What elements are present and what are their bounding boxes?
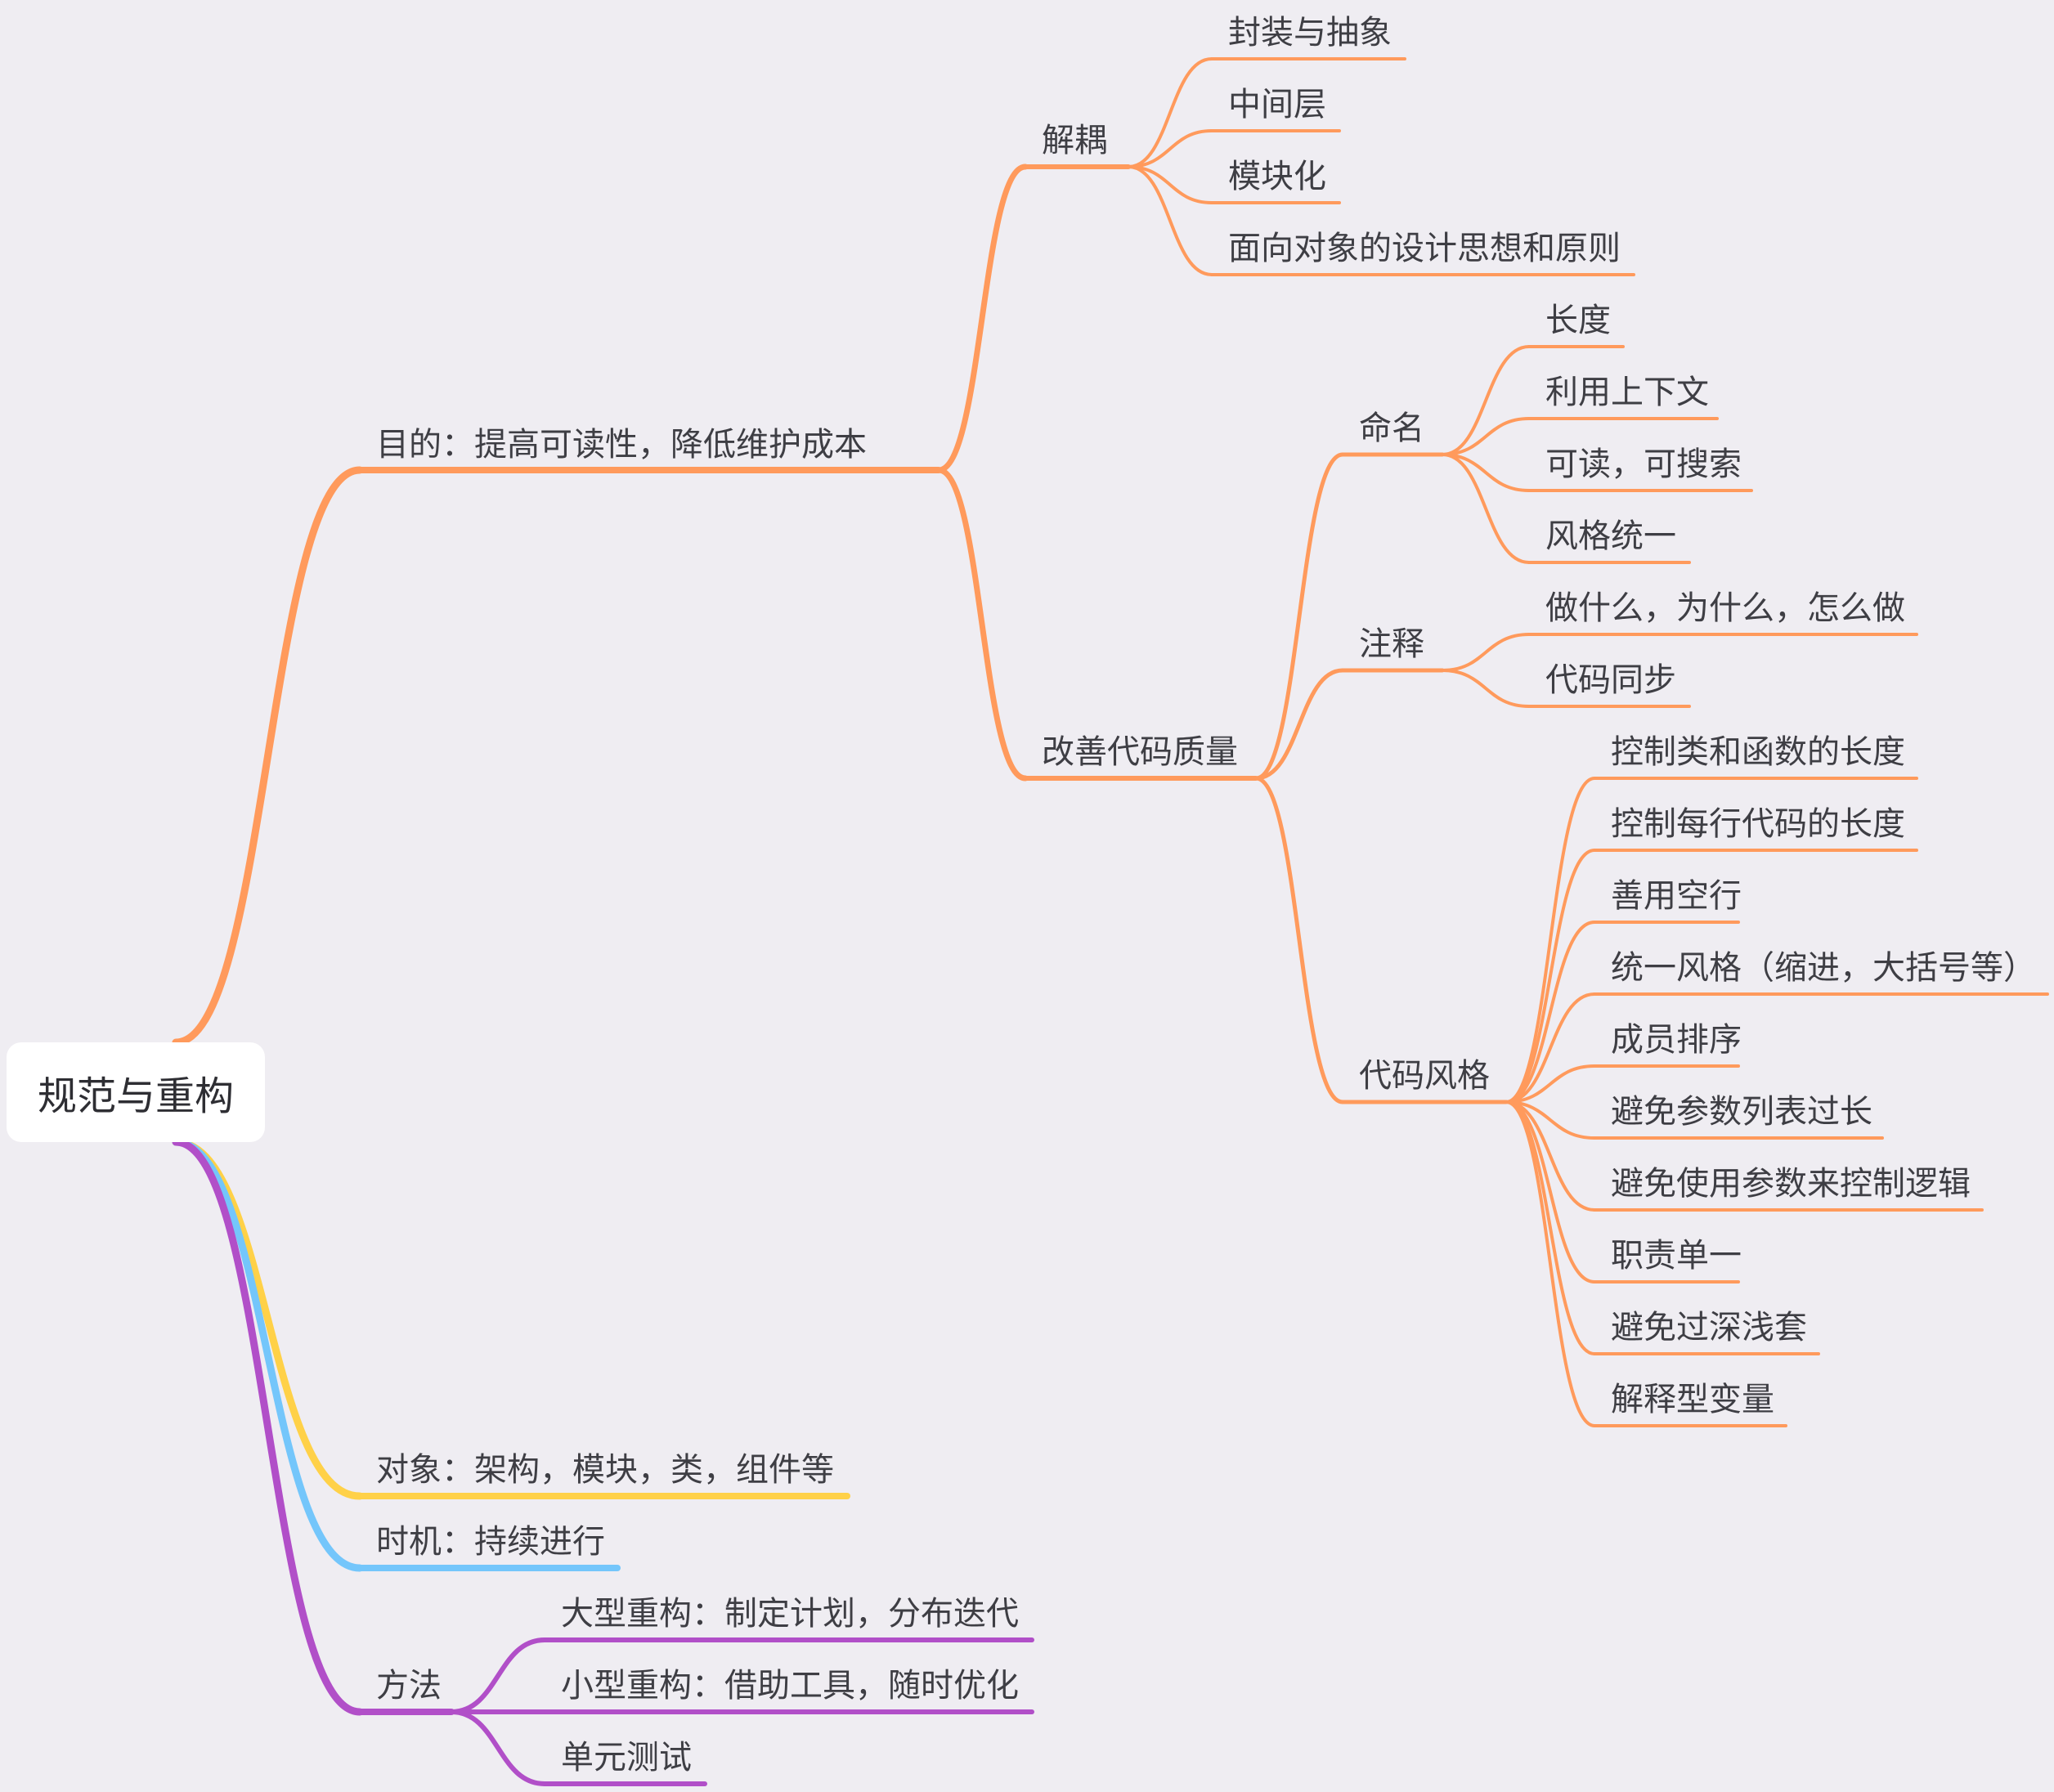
link-style-leaf-8 [1505,1100,1596,1355]
leaf-length[interactable]: 长度 [1545,302,1611,339]
node-object[interactable]: 对象：架构，模块，类，组件等 [376,1451,834,1489]
link-style-leaf-3 [1505,992,1596,1104]
link-decoupling-leaf-1 [1127,129,1213,168]
leaf-class-func-length[interactable]: 控制类和函数的长度 [1611,733,1905,771]
leaf-unified-style[interactable]: 统一风格（缩进，大括号等） [1611,949,2036,987]
node-naming[interactable]: 命名 [1359,410,1424,447]
link-naming-leaf-2 [1441,453,1531,492]
leaf-what-why-how[interactable]: 做什么，为什么，怎么做 [1545,589,1905,627]
link-style-leaf-7 [1505,1100,1596,1284]
link-naming-leaf-3 [1441,453,1531,564]
link-style-leaf-9 [1505,1100,1596,1427]
link-style-leaf-6 [1505,1100,1596,1212]
node-timing[interactable]: 时机：持续进行 [376,1523,605,1561]
leaf-unit-test[interactable]: 单元测试 [561,1739,692,1776]
leaf-oo-design[interactable]: 面向对象的设计思想和原则 [1228,230,1621,267]
link-root-purpose [172,466,364,1046]
link-decoupling-leaf-2 [1127,165,1213,204]
leaf-line-length[interactable]: 控制每行代码的长度 [1611,805,1905,843]
leaf-style-unified[interactable]: 风格统一 [1545,517,1676,555]
leaf-long-param-list[interactable]: 避免参数列表过长 [1611,1093,1872,1131]
link-comments-leaf-0 [1441,633,1531,672]
node-purpose[interactable]: 目的：提高可读性，降低维护成本 [376,426,867,464]
leaf-modular[interactable]: 模块化 [1228,158,1326,195]
leaf-middle-layer[interactable]: 中间层 [1228,86,1326,123]
node-method[interactable]: 方法 [376,1667,442,1705]
leaf-single-responsibility[interactable]: 职责单一 [1611,1237,1742,1275]
leaf-deep-nesting[interactable]: 避免过深浅套 [1611,1309,1807,1346]
leaf-code-sync[interactable]: 代码同步 [1545,661,1676,699]
link-quality-naming [1253,452,1345,781]
node-decoupling[interactable]: 解耦 [1042,122,1107,159]
link-style-leaf-4 [1505,1064,1596,1104]
link-quality-style [1253,776,1345,1104]
link-root-timing [172,1138,364,1572]
leaf-explanatory-var[interactable]: 解释型变量 [1611,1381,1774,1418]
leaf-large-refactor[interactable]: 大型重构：制定计划，分布迭代 [561,1595,1019,1633]
link-purpose-decoupling [935,164,1029,473]
node-code-style[interactable]: 代码风格 [1359,1057,1490,1095]
link-purpose-quality [935,467,1029,782]
leaf-small-refactor[interactable]: 小型重构：借助工具，随时优化 [561,1667,1019,1705]
link-naming-leaf-0 [1441,345,1531,456]
leaf-member-order[interactable]: 成员排序 [1611,1021,1742,1059]
link-decoupling-leaf-3 [1127,165,1213,276]
leaf-use-context[interactable]: 利用上下文 [1545,374,1709,411]
leaf-encapsulation[interactable]: 封装与抽象 [1228,14,1392,52]
leaf-flag-params[interactable]: 避免使用参数来控制逻辑 [1611,1165,1971,1203]
leaf-blank-lines[interactable]: 善用空行 [1611,877,1742,915]
link-style-leaf-2 [1505,921,1596,1104]
link-comments-leaf-1 [1441,669,1531,708]
link-style-leaf-1 [1505,849,1596,1104]
link-quality-comments [1253,668,1345,781]
link-root-method [172,1138,364,1716]
link-method-leaf-2 [449,1709,547,1786]
leaf-readable-searchable[interactable]: 可读，可搜索 [1545,446,1742,483]
link-style-leaf-0 [1505,777,1596,1104]
node-code-quality[interactable]: 改善代码质量 [1042,733,1238,771]
node-comments[interactable]: 注释 [1359,625,1424,663]
link-naming-leaf-1 [1441,417,1531,456]
link-method-leaf-0 [449,1637,547,1714]
root-label: 规范与重构 [37,1073,234,1119]
root-node[interactable]: 规范与重构 [7,1042,265,1142]
link-style-leaf-5 [1505,1100,1596,1140]
link-decoupling-leaf-0 [1127,57,1213,168]
